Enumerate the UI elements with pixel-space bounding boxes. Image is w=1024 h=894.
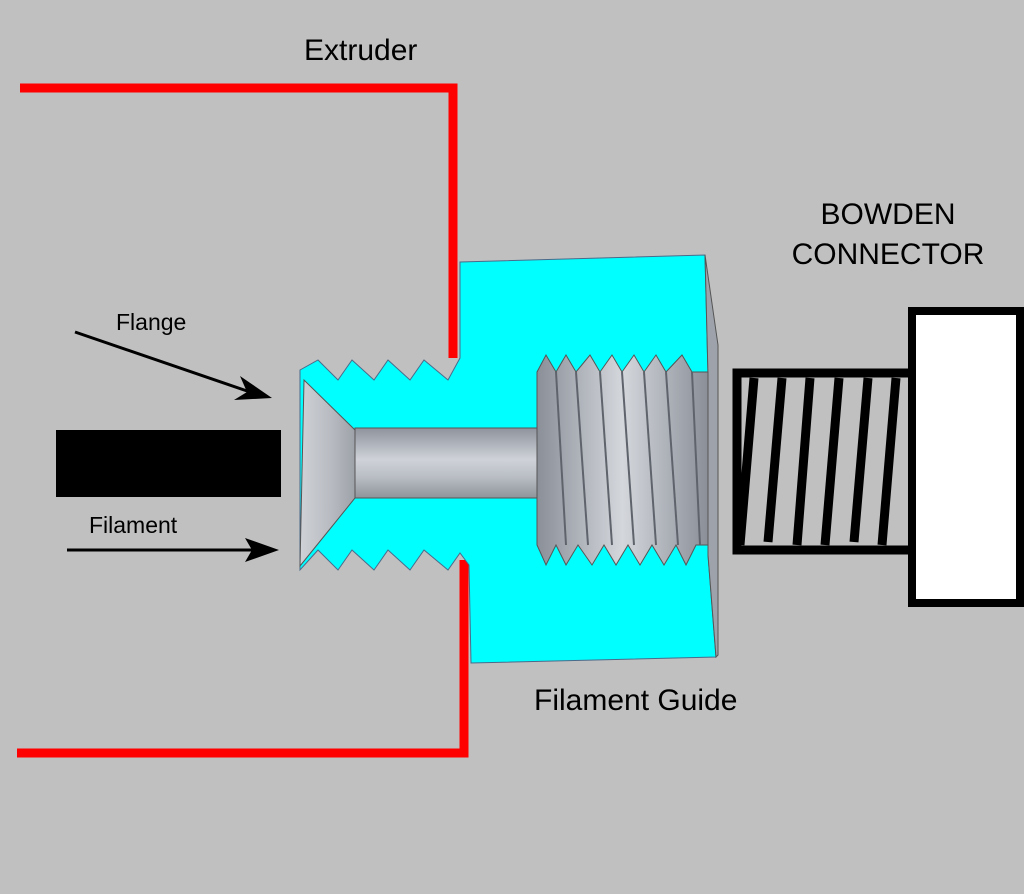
filament-guide [299, 254, 719, 664]
bowden-connector [732, 307, 1024, 607]
extruder-outline-top [20, 83, 458, 358]
filament-arrow-head [245, 538, 279, 562]
bowden-connector-label-line2: CONNECTOR [791, 238, 985, 271]
filament-label: Filament [89, 512, 178, 538]
flange-label: Flange [116, 309, 187, 335]
flange-arrow [74, 330, 272, 400]
filament-bore [354, 427, 544, 499]
flange-arrow-head [234, 376, 272, 400]
filament-guide-label: Filament Guide [534, 684, 738, 717]
extruder-outline-bottom [17, 560, 469, 758]
extruder-outline [17, 83, 469, 758]
bowden-connector-label-line1: BOWDEN [820, 198, 956, 231]
filament-arrow [67, 538, 279, 562]
extruder-label: Extruder [304, 34, 418, 67]
internal-thread [536, 353, 709, 567]
bowden-connector-head [908, 307, 1024, 607]
bowden-connector-threads [735, 377, 901, 546]
bowden-connector-label: BOWDEN CONNECTOR [776, 195, 1000, 275]
filament [56, 430, 281, 497]
